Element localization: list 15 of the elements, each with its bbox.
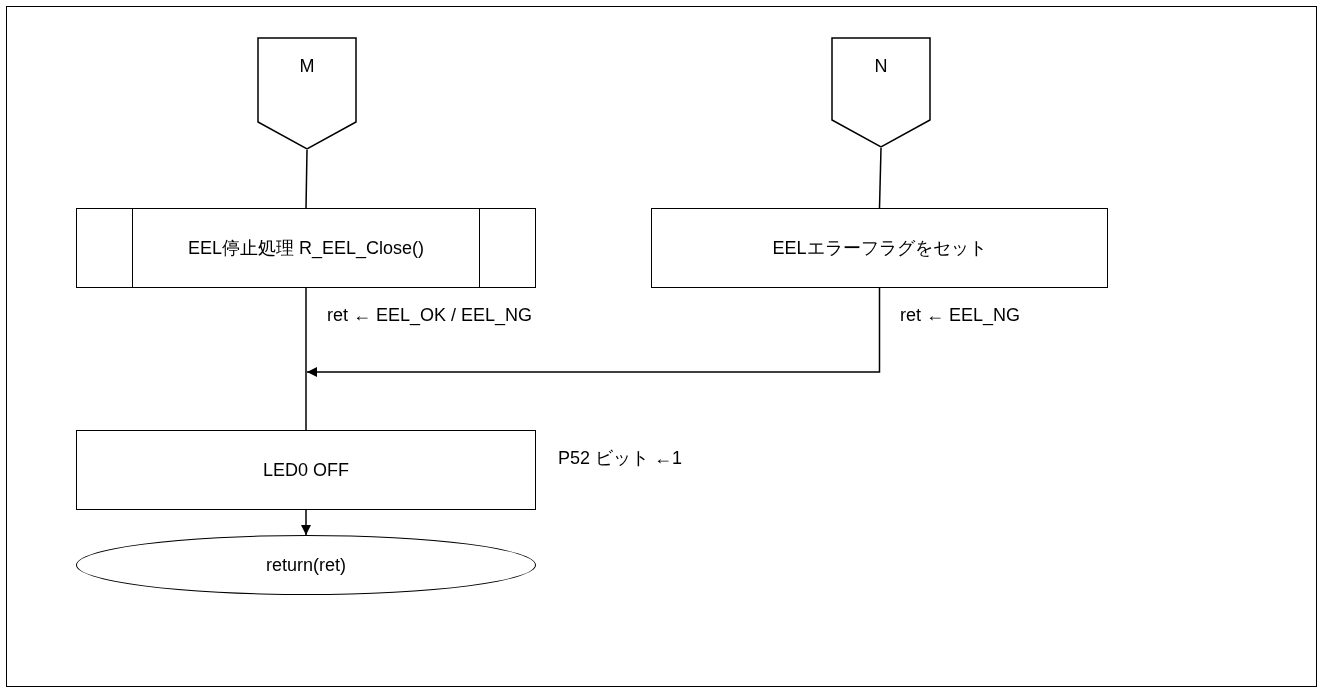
predefined-process-box xyxy=(76,208,536,288)
connector-label: N xyxy=(874,55,888,78)
node-label: EEL停止処理 R_EEL_Close() xyxy=(187,236,425,261)
connector-line xyxy=(878,147,882,209)
node-label: return(ret) xyxy=(266,553,346,577)
node-label: LED0 OFF xyxy=(263,458,349,482)
node-label: EELエラーフラグをセット xyxy=(772,236,987,260)
process-box xyxy=(76,430,536,510)
connector-line xyxy=(305,149,308,209)
arrow xyxy=(301,509,311,536)
annotation: P52 ビット ←1 xyxy=(556,446,685,470)
connector-label: M xyxy=(299,55,315,78)
process-box xyxy=(651,208,1108,288)
arrow xyxy=(306,287,881,377)
connector-line xyxy=(305,287,307,431)
